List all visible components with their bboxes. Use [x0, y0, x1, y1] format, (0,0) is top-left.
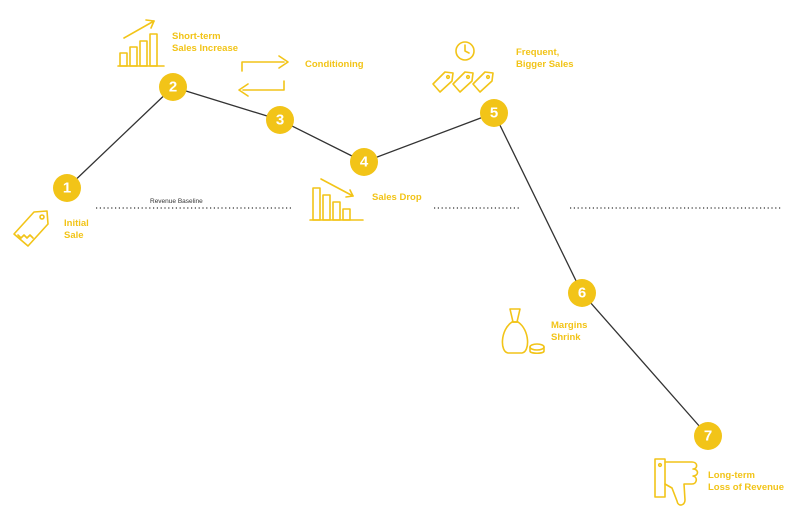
- svg-text:4: 4: [360, 154, 369, 171]
- cycle-arrows-icon: [238, 55, 289, 97]
- clock-tags-icon: [432, 41, 494, 93]
- svg-text:1: 1: [63, 180, 71, 197]
- revenue-path-line: [66, 86, 709, 437]
- svg-text:5: 5: [490, 105, 498, 122]
- price-tag-icon: [13, 210, 49, 247]
- svg-text:3: 3: [276, 112, 284, 129]
- svg-text:6: 6: [578, 285, 586, 302]
- bar-chart-down-icon: [309, 178, 364, 221]
- bar-chart-up-icon: [117, 19, 165, 67]
- money-bag-icon: [501, 308, 545, 355]
- step-label-3: Conditioning: [305, 59, 364, 70]
- step-label-4: Sales Drop: [372, 192, 422, 203]
- step-marker-7: 7: [694, 422, 722, 450]
- step-marker-3: 3: [266, 106, 294, 134]
- step-marker-4: 4: [350, 148, 378, 176]
- step-marker-2: 2: [159, 73, 187, 101]
- thumbs-down-icon: [654, 458, 699, 506]
- step-marker-1: 1: [53, 174, 81, 202]
- step-marker-5: 5: [480, 99, 508, 127]
- svg-text:2: 2: [169, 79, 177, 96]
- svg-text:7: 7: [704, 428, 712, 445]
- baseline-label: Revenue Baseline: [150, 198, 203, 205]
- step-marker-6: 6: [568, 279, 596, 307]
- step-label-5: Frequent,Bigger Sales: [516, 47, 574, 70]
